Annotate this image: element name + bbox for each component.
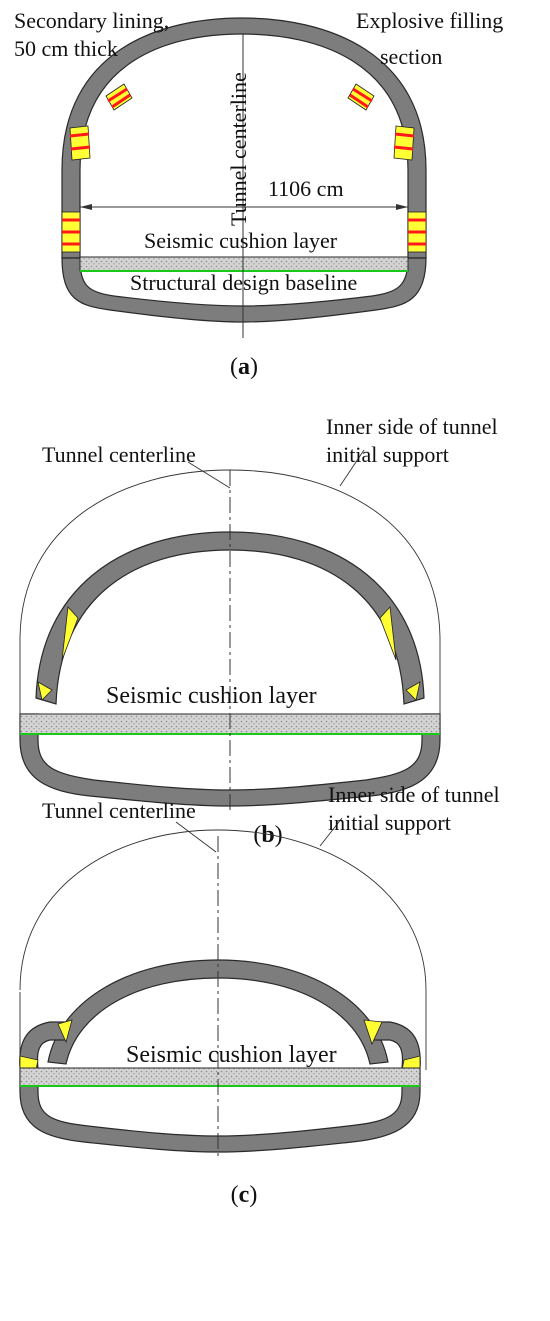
explosive-filling-middle-right	[393, 125, 415, 161]
tunnel-centerline-label-c: Tunnel centerline	[42, 798, 196, 823]
inner-side-label-b-2: initial support	[326, 442, 449, 467]
seismic-cushion-layer	[79, 256, 409, 272]
caption-a: (a)	[230, 354, 258, 380]
explosive-b-left-upper	[61, 606, 79, 661]
inner-side-label-c-1: Inner side of tunnel	[328, 782, 500, 807]
tunnel-centerline-label-a: Tunnel centerline	[226, 72, 251, 226]
panel-c: Tunnel centerline Inner side of tunnel i…	[19, 782, 500, 1208]
seismic-cushion-label-a: Seismic cushion layer	[144, 228, 338, 253]
secondary-lining-label-2: 50 cm thick	[14, 36, 118, 61]
initial-support-callout-b	[339, 449, 365, 487]
seismic-cushion-layer-c	[19, 1067, 421, 1087]
explosive-filling-upper-left	[105, 83, 133, 111]
seismic-cushion-label-c: Seismic cushion layer	[126, 1042, 337, 1068]
arch-segment-b	[35, 531, 425, 705]
caption-b: (b)	[253, 822, 282, 848]
panel-a: Secondary lining, 50 cm thick Explosive …	[14, 8, 503, 380]
explosive-filling-label-2: section	[380, 44, 442, 69]
panel-b: Tunnel centerline Inner side of tunnel i…	[19, 414, 498, 848]
explosive-filling-lower-left	[61, 211, 81, 253]
seismic-cushion-label-b: Seismic cushion layer	[106, 683, 317, 709]
secondary-lining-label-1: Secondary lining,	[14, 8, 169, 33]
width-dimension	[80, 204, 408, 210]
centerline-callout-c	[175, 821, 217, 853]
centerline-callout-b	[187, 461, 231, 489]
explosive-filling-label-1: Explosive filling	[356, 8, 503, 33]
caption-c: (c)	[231, 1182, 258, 1208]
explosive-b-right-lower	[405, 681, 421, 701]
arch-segment-c	[47, 959, 389, 1065]
initial-support-callout-c	[319, 817, 343, 847]
explosive-b-left-lower	[37, 681, 53, 701]
explosive-filling-lower-right	[407, 211, 427, 253]
explosive-filling-upper-right	[347, 83, 375, 111]
explosive-b-right-upper	[379, 606, 397, 661]
explosive-c-left-upper	[57, 1019, 73, 1044]
explosive-filling-middle-left	[69, 125, 91, 161]
invert-lining	[61, 257, 427, 323]
inner-side-label-c-2: initial support	[328, 810, 451, 835]
invert-lining-c	[19, 1069, 421, 1153]
tunnel-centerline-label-b: Tunnel centerline	[42, 442, 196, 467]
structural-baseline-label: Structural design baseline	[130, 270, 357, 295]
width-dimension-label: 1106 cm	[268, 176, 344, 201]
inner-side-label-b-1: Inner side of tunnel	[326, 414, 498, 439]
explosive-c-right-upper	[363, 1019, 383, 1046]
